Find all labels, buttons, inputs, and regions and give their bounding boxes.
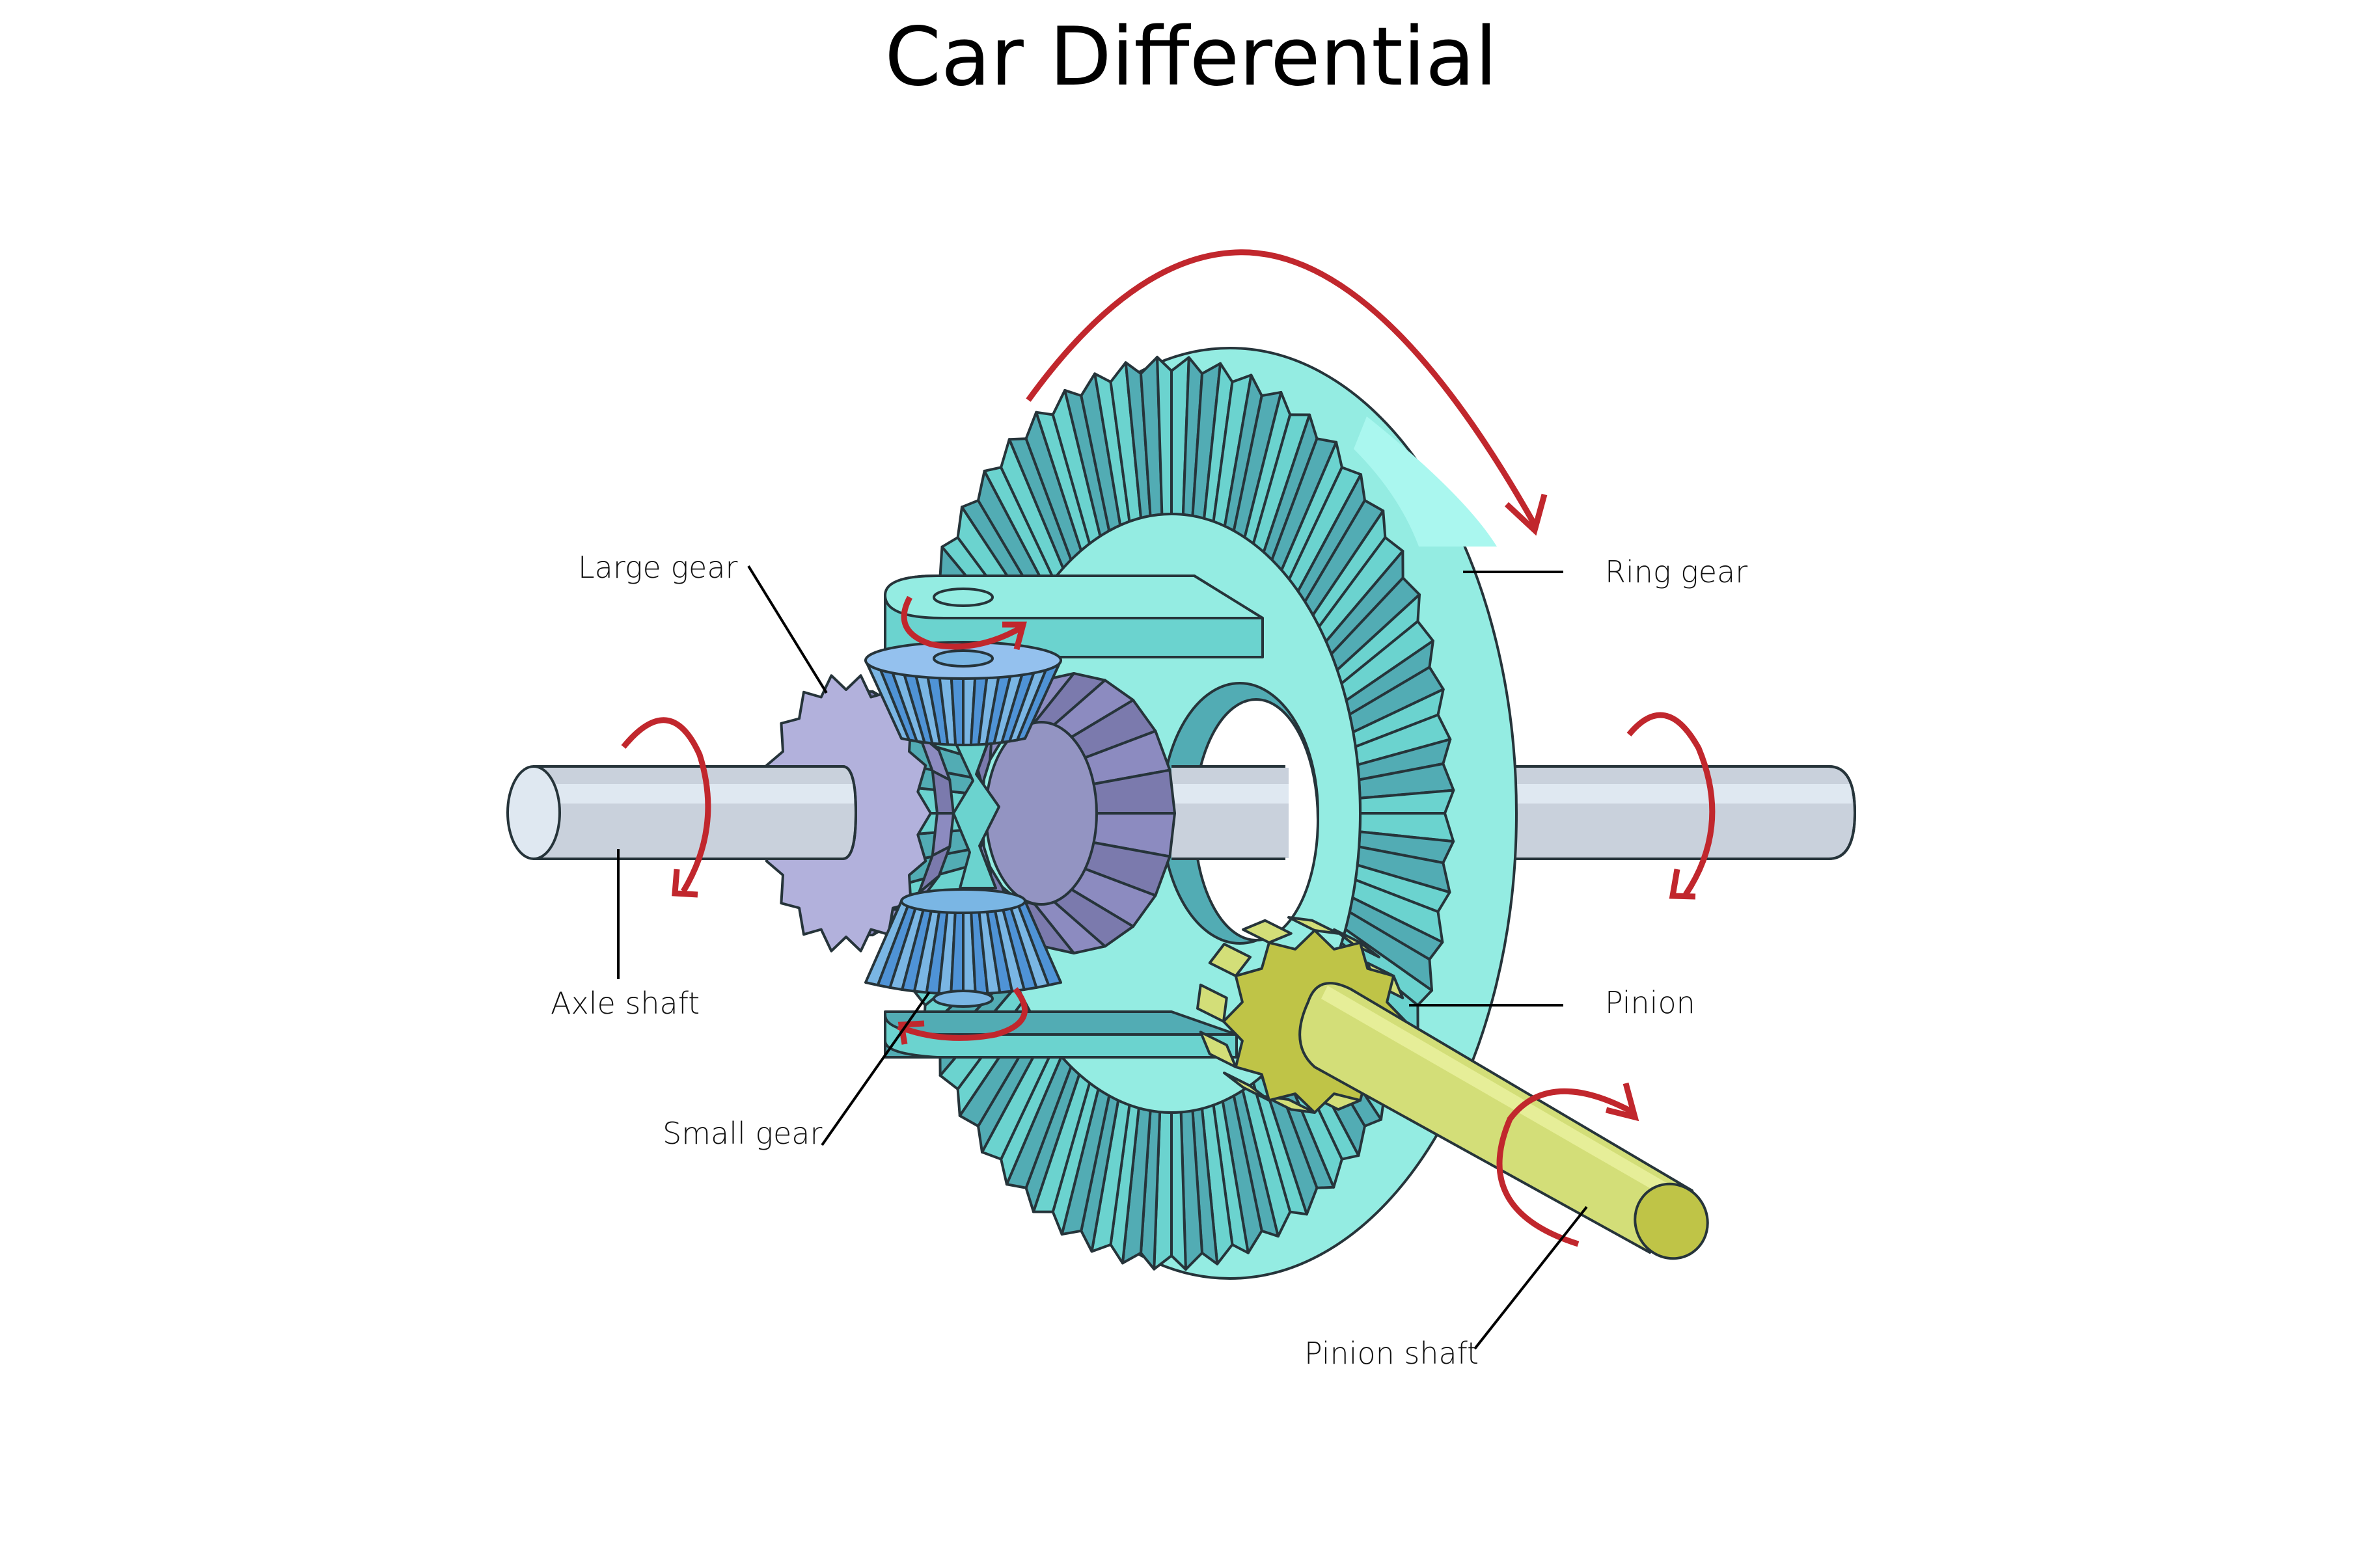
ring-gear-rotation-arrowhead: [1504, 493, 1548, 536]
left-axle-shaft: [506, 765, 857, 860]
label-pinion: Pinion: [1605, 985, 1695, 1020]
ring-gear-rotation-arrow: [1026, 249, 1539, 529]
leader-large-gear: [747, 565, 828, 694]
right-axle-rotation-arrow: [1626, 712, 1716, 897]
label-axle-shaft: Axle shaft: [551, 986, 700, 1021]
small-gear-bottom: [864, 888, 1062, 1008]
pinion-shaft-rotation-arrowhead: [1605, 1082, 1639, 1122]
spider-shaft: [952, 737, 1000, 889]
diagram-title: Car Differential: [884, 10, 1497, 104]
pinion-tooth: [1196, 983, 1228, 1023]
left-axle-rotation-arrowhead: [672, 869, 698, 898]
pinion-tooth: [1223, 1071, 1270, 1102]
carrier-bottom-arm: [884, 1010, 1238, 1059]
pinion-tooth: [1242, 919, 1293, 944]
small-gear-bottom-rotation-arrowhead: [897, 1020, 925, 1045]
small-gear-top: [864, 641, 1062, 746]
carrier-top-arm: [884, 574, 1264, 658]
leader-lines: [617, 565, 1588, 1350]
label-pinion-shaft: Pinion shaft: [1304, 1336, 1479, 1371]
labels: Large gear Ring gear Axle shaft Pinion S…: [551, 550, 1747, 1371]
pinion-tooth: [1199, 1031, 1237, 1068]
axle-through-hole: [1171, 765, 1289, 860]
leader-pinion-shaft: [1473, 1206, 1588, 1350]
label-small-gear: Small gear: [663, 1116, 822, 1151]
label-large-gear: Large gear: [578, 550, 738, 585]
rotation-arrows: [621, 249, 1716, 1247]
pinion-shaft-rotation-arrow: [1496, 1088, 1636, 1247]
label-ring-gear: Ring gear: [1605, 554, 1747, 589]
right-axle-rotation-arrowhead: [1669, 869, 1696, 900]
small-gear-top-rotation-arrow: [901, 595, 1025, 650]
pinion-shaft: [1298, 982, 1709, 1260]
leader-small-gear: [821, 991, 931, 1146]
left-axle-rotation-arrow: [621, 717, 711, 893]
pinion-tooth: [1208, 943, 1252, 977]
large-gear-tooth: [931, 770, 955, 815]
small-gear-top-rotation-arrowhead: [1002, 621, 1027, 651]
small-gear-bottom-rotation-arrow: [897, 987, 1028, 1041]
small-gear-face: [900, 888, 1026, 914]
